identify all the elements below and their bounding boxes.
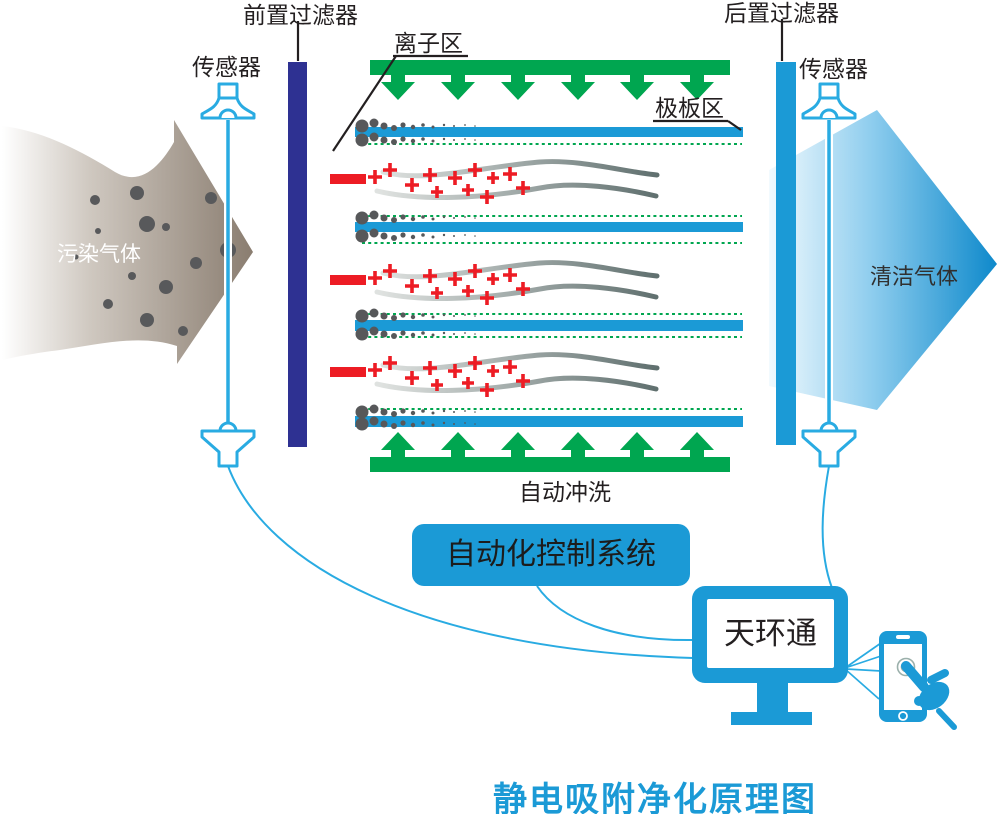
- platform-name-on-monitor: 天环通: [724, 616, 817, 651]
- sensor-left-label: 传感器: [192, 54, 261, 80]
- auto-flush-label: 自动冲洗: [519, 479, 611, 505]
- tap-motion-slash-icon: [936, 708, 957, 730]
- leader-lines: [296, 19, 784, 152]
- post-filter-bar: [776, 62, 796, 445]
- ion-zone-label: 离子区: [394, 30, 463, 56]
- polluted-gas-flow-arrow-icon: [2, 120, 253, 364]
- clean-gas-flow-arrow-icon: [769, 110, 997, 410]
- sensor-right-label: 传感器: [799, 56, 868, 82]
- flush-bar-bottom: [370, 432, 730, 472]
- post-filter-label: 后置过滤器: [724, 0, 839, 26]
- touch-hand-icon: [901, 661, 957, 730]
- ion-row: [330, 263, 657, 305]
- pre-filter-label: 前置过滤器: [243, 2, 358, 28]
- pre-filter-bar: [288, 62, 307, 447]
- plate-zone-label: 极板区: [655, 95, 724, 121]
- control-wires: [227, 465, 882, 700]
- polluted-gas-label: 污染气体: [57, 243, 141, 266]
- ion-row: [330, 162, 657, 204]
- clean-gas-label: 清洁气体: [870, 264, 959, 289]
- collector-plates: [355, 127, 743, 427]
- ionizer-bar-top: [370, 60, 730, 100]
- control-system-box: 自动化控制系统: [412, 524, 690, 586]
- diagram-title: 静电吸附净化原理图: [493, 781, 817, 814]
- monitor-icon: [692, 586, 848, 725]
- ion-row: [330, 355, 657, 397]
